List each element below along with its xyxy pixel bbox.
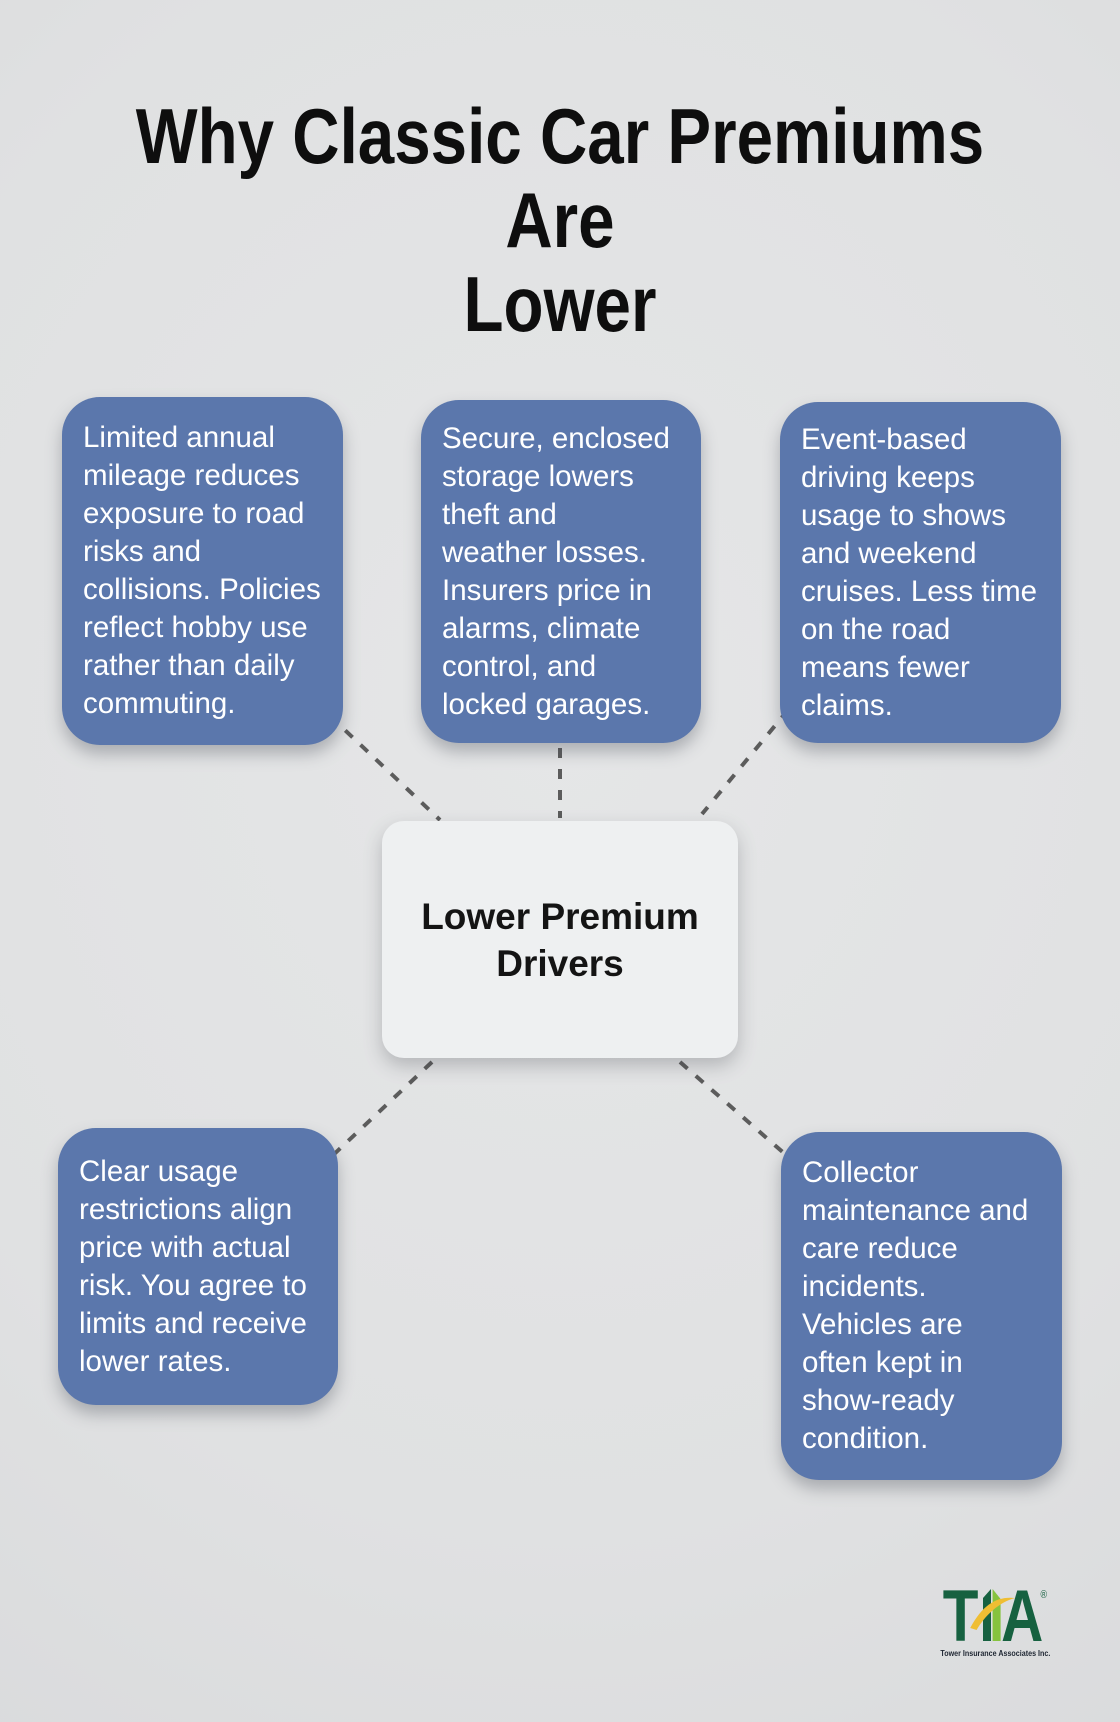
connector-bottom-right bbox=[678, 1060, 796, 1164]
reason-card-limited-mileage: Limited annual mileage reduces exposure … bbox=[62, 397, 343, 745]
connector-top-right bbox=[700, 708, 790, 816]
reason-card-event-driving: Event-based driving keeps usage to shows… bbox=[780, 402, 1061, 743]
tia-logo-mark: T A ® bbox=[943, 1588, 1047, 1646]
logo-swoosh bbox=[970, 1597, 1015, 1630]
page-title: Why Classic Car Premiums Are Lower bbox=[135, 92, 985, 348]
logo-tagline: Tower Insurance Associates Inc. bbox=[940, 1648, 1051, 1658]
connector-top-left bbox=[328, 714, 442, 822]
logo-registered-mark: ® bbox=[1041, 1589, 1047, 1601]
reason-card-text: Collector maintenance and care reduce in… bbox=[802, 1156, 1029, 1455]
logo-letter-a: A bbox=[1001, 1588, 1043, 1646]
reason-card-usage-restrictions: Clear usage restrictions align price wit… bbox=[58, 1128, 338, 1405]
reason-card-text: Secure, enclosed storage lowers theft an… bbox=[442, 421, 670, 721]
reason-card-secure-storage: Secure, enclosed storage lowers theft an… bbox=[421, 400, 701, 743]
logo-tower-right-bar bbox=[992, 1589, 1001, 1641]
tia-logo: T A ® Tower Insurance Associates Inc. bbox=[930, 1588, 1060, 1658]
reason-card-text: Event-based driving keeps usage to shows… bbox=[801, 422, 1038, 722]
central-node: Lower Premium Drivers bbox=[382, 821, 738, 1058]
reason-card-collector-care: Collector maintenance and care reduce in… bbox=[781, 1132, 1062, 1480]
connector-bottom-left bbox=[328, 1060, 434, 1160]
central-node-label: Lower Premium Drivers bbox=[421, 895, 699, 984]
reason-card-text: Limited annual mileage reduces exposure … bbox=[83, 421, 321, 720]
logo-letter-t: T bbox=[943, 1588, 978, 1646]
reason-card-text: Clear usage restrictions align price wit… bbox=[79, 1154, 307, 1378]
